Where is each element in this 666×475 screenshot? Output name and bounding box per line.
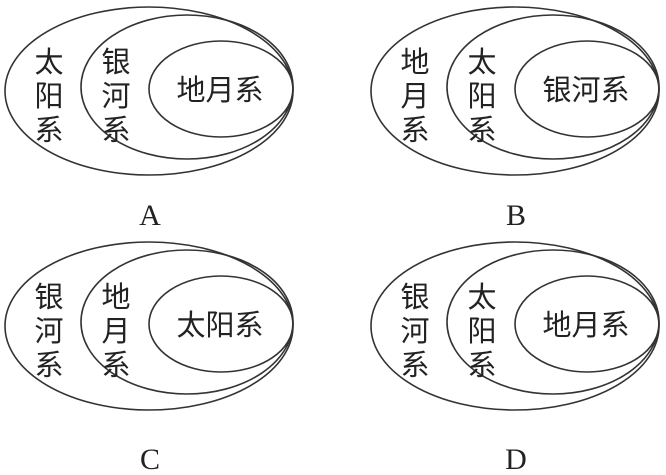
outer-ring-label: 地月系 [400,45,429,147]
middle-ring-label: 银河系 [101,45,130,147]
outer-ring-label: 太阳系 [34,45,63,147]
middle-ring-label: 太阳系 [467,280,496,382]
option-letter: C [140,443,160,475]
outer-ring-label: 银河系 [400,280,429,382]
inner-ellipse [148,275,294,373]
middle-ring-label: 太阳系 [467,45,496,147]
inner-ellipse [148,40,294,138]
option-b-panel: 地月系 太阳系 银河系 B [370,6,660,232]
inner-ellipse [514,40,660,138]
option-d-panel: 银河系 太阳系 地月系 D [370,241,660,475]
inner-ring-label: 地月系 [176,73,263,107]
option-letter: D [505,443,527,475]
option-letter: B [506,199,526,232]
inner-ring-label: 银河系 [542,73,629,107]
outer-ring-label: 银河系 [34,280,63,382]
option-c-panel: 银河系 地月系 太阳系 C [4,241,294,475]
option-a-panel: 太阳系 银河系 地月系 A [4,6,294,232]
inner-ring-label: 太阳系 [176,308,263,342]
option-letter: A [139,199,161,232]
middle-ring-label: 地月系 [101,280,130,382]
inner-ring-label: 地月系 [542,308,629,342]
inner-ellipse [514,275,660,373]
